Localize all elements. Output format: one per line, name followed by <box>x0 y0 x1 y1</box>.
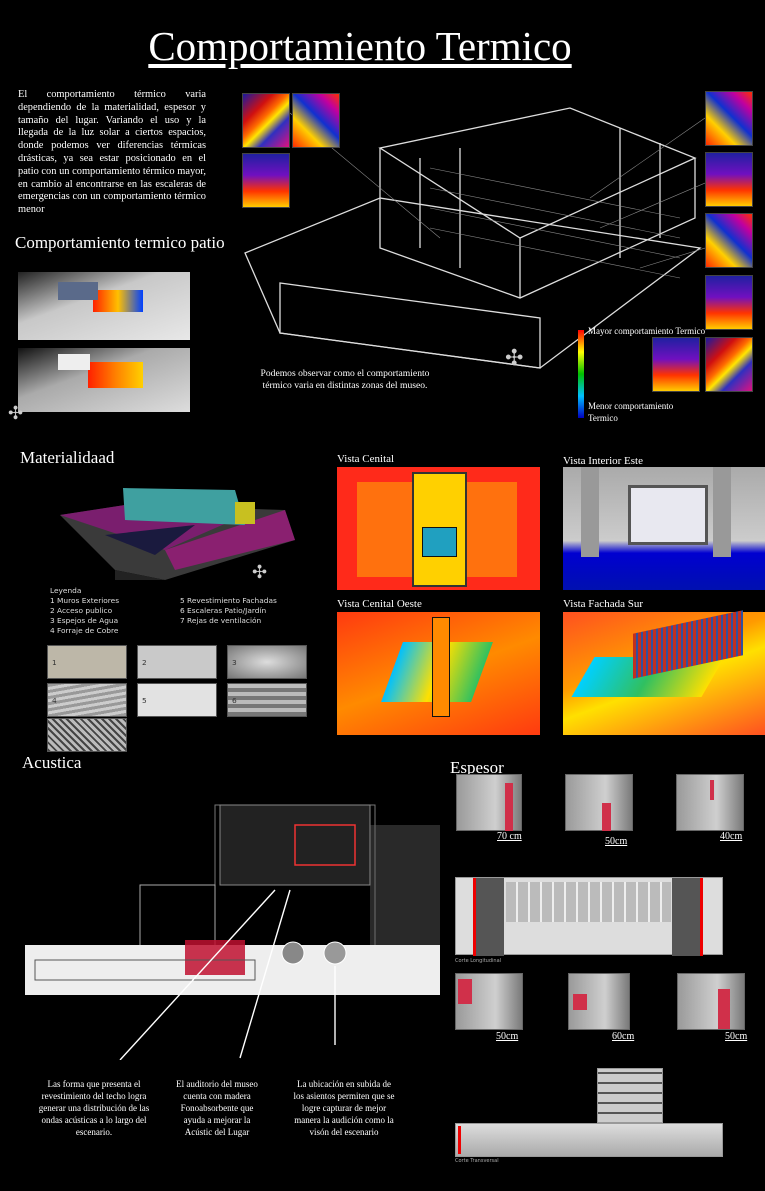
legend-high-label: Mayor comportamiento Termico <box>588 326 706 336</box>
thermal-thumb-2 <box>292 93 340 148</box>
museum-axonometric-drawing <box>244 107 705 369</box>
corte-transversal-label: Corte Transversal <box>455 1158 499 1164</box>
transversal-tower <box>597 1068 663 1123</box>
swatch-2: 2 <box>137 645 217 679</box>
thermal-thumb-3 <box>242 153 290 208</box>
thermal-thumb-7 <box>705 275 753 330</box>
intro-paragraph: El comportamiento térmico varia dependie… <box>18 89 206 216</box>
page-title: Comportamiento Termico <box>148 23 572 69</box>
thickness-label: 50cm <box>725 1031 748 1042</box>
legend-item: 1 Muros Exteriores <box>50 596 120 605</box>
patio-heading: Comportamiento termico patio <box>15 233 225 252</box>
main-caption: Podemos observar como el comportamiento … <box>260 368 430 391</box>
materialidad-legend-right: 5 Revestimiento Fachadas 6 Escaleras Pat… <box>180 596 310 626</box>
swatch-5: 5 <box>137 683 217 717</box>
legend-item: 5 Revestimiento Fachadas <box>180 596 277 605</box>
vista-cenital-label: Vista Cenital <box>337 453 395 465</box>
swatch-3: 3 <box>227 645 307 679</box>
legend-title: Leyenda <box>50 586 82 595</box>
corte-longitudinal-label: Corte Longitudinal <box>455 958 502 964</box>
compass-icon: ✣ <box>505 345 524 370</box>
vista-cenital-oeste-image <box>337 612 540 735</box>
patio-render-2 <box>18 348 190 412</box>
thermal-thumb-6 <box>705 213 753 268</box>
vista-interior-este-image <box>563 467 765 590</box>
compass-icon: ✣ <box>252 562 268 582</box>
thermal-thumb-1 <box>242 93 290 148</box>
acustica-heading: Acustica <box>22 753 82 772</box>
detail-bottom-3 <box>677 973 745 1030</box>
patio-render-1 <box>18 272 190 340</box>
swatch-1: 1 <box>47 645 127 679</box>
detail-top-1 <box>456 774 522 831</box>
swatch-6: 6 <box>227 683 307 717</box>
thermal-thumb-9 <box>652 337 700 392</box>
thickness-label: 50cm <box>605 836 628 847</box>
detail-top-2 <box>565 774 633 831</box>
longitudinal-section <box>455 877 723 956</box>
materialidad-diagram <box>60 488 295 580</box>
espesor-heading: Espesor <box>450 758 504 777</box>
transversal-section <box>455 1123 723 1157</box>
legend-item: 4 Forraje de Cobre <box>50 626 119 635</box>
vista-interior-este-label: Vista Interior Este <box>563 455 643 467</box>
detail-bottom-2 <box>568 973 630 1030</box>
thermal-legend-gradient <box>578 330 584 418</box>
legend-item: 7 Rejas de ventilación <box>180 616 262 625</box>
compass-icon: ✣ <box>8 403 24 423</box>
thermal-thumb-8 <box>705 337 753 392</box>
swatch-4: 4 <box>47 683 127 717</box>
acustica-caption-1: Las forma que presenta el revestimiento … <box>38 1079 150 1137</box>
thermal-thumb-4 <box>705 91 753 146</box>
legend-item: 2 Acceso publico <box>50 606 113 615</box>
legend-item: 6 Escaleras Patio/Jardín <box>180 606 267 615</box>
thickness-label: 40cm <box>720 831 743 842</box>
swatch-7: 7 <box>47 718 127 752</box>
thickness-label: 70 cm <box>497 831 522 842</box>
vista-fachada-sur-label: Vista Fachada Sur <box>563 598 643 610</box>
detail-top-3 <box>676 774 744 831</box>
detail-bottom-1 <box>455 973 523 1030</box>
vista-fachada-sur-image <box>563 610 765 735</box>
acustica-caption-3: La ubicación en subida de los asientos p… <box>293 1079 395 1137</box>
thickness-label: 50cm <box>496 1031 519 1042</box>
thermal-thumb-5 <box>705 152 753 207</box>
acoustic-section-drawing <box>25 804 440 1060</box>
vista-cenital-oeste-label: Vista Cenital Oeste <box>337 598 422 610</box>
materialidad-legend-left: Leyenda 1 Muros Exteriores 2 Acceso publ… <box>50 586 170 636</box>
legend-item: 3 Espejos de Agua <box>50 616 119 625</box>
legend-low-label: Menor comportamiento Termico <box>588 401 674 423</box>
thickness-label: 60cm <box>612 1031 635 1042</box>
acustica-caption-2: El auditorio del museo cuenta con madera… <box>176 1079 258 1137</box>
vista-cenital-image <box>337 467 540 590</box>
materialidad-heading: Materialidaad <box>20 448 115 467</box>
